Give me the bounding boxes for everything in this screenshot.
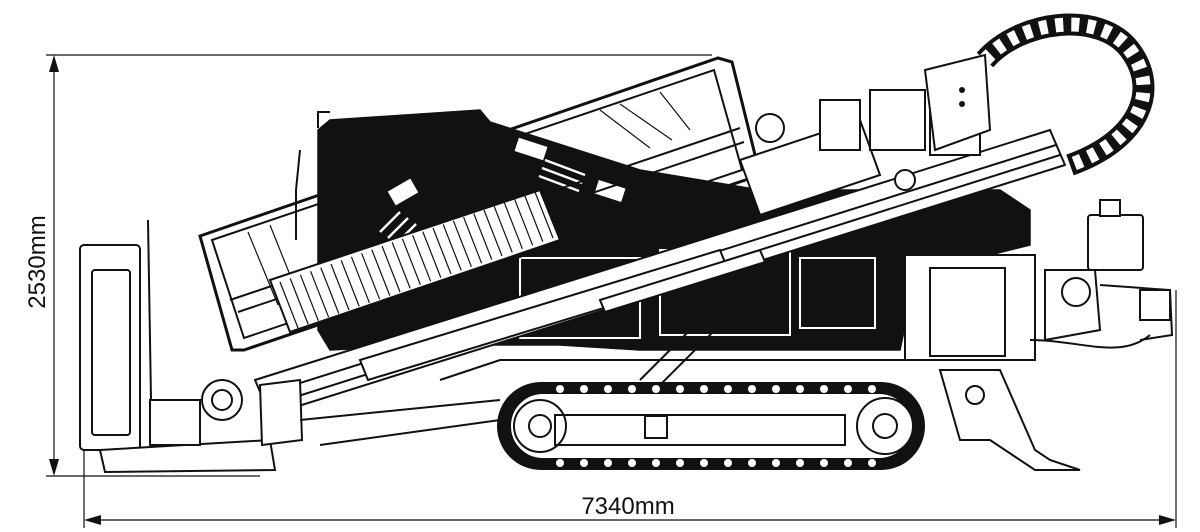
length-arrow-right — [1159, 515, 1176, 525]
lower-chassis — [299, 359, 1000, 446]
rear-stabilizer — [938, 369, 1081, 471]
control-bracket — [923, 53, 992, 152]
height-dimension-label: 2530mm — [24, 215, 51, 308]
rear-roll-frame — [295, 111, 330, 240]
grille-panel — [268, 188, 562, 334]
crawler-track — [497, 382, 925, 470]
height-dimension: 2530mm — [24, 54, 712, 477]
height-arrow-bottom — [49, 459, 59, 476]
hose-carrier-chain — [976, 13, 1155, 176]
length-dimension-label: 7340mm — [581, 493, 674, 520]
length-arrow-left — [84, 515, 101, 525]
length-dimension: 7340mm — [83, 250, 1177, 528]
height-arrow-top — [49, 55, 59, 72]
hydraulic-cylinders — [358, 248, 767, 386]
front-anchor-frame — [79, 219, 304, 474]
rear-equipment — [904, 199, 1174, 361]
